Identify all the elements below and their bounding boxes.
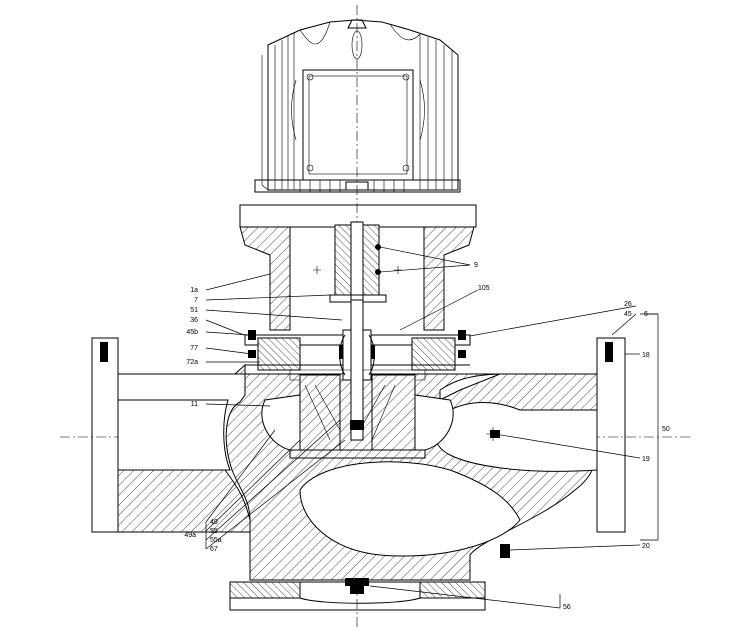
callout-55a: 55a — [210, 537, 222, 544]
callout-51: 51 — [190, 307, 198, 314]
callout-7: 7 — [194, 297, 198, 304]
callout-105: 105 — [478, 285, 490, 292]
callout-45: 45 — [624, 311, 632, 318]
callout-56: 56 — [563, 604, 571, 611]
callout-49: 49 — [210, 519, 218, 526]
callout-11: 11 — [191, 401, 198, 408]
callout-49a: 49a — [184, 532, 196, 539]
callout-26: 26 — [624, 301, 632, 308]
callout-1a: 1a — [190, 287, 198, 294]
callout-50: 50 — [662, 426, 670, 433]
callout-18: 18 — [642, 352, 650, 359]
callout-36: 36 — [190, 317, 198, 324]
callout-labels-bottom-left: 49a 49 55 55a 67 — [184, 519, 221, 553]
callout-72a: 72a — [186, 359, 198, 366]
leader-lines — [205, 246, 659, 609]
callout-9: 9 — [474, 262, 478, 269]
callout-45b: 45b — [186, 329, 198, 336]
callout-55: 55 — [210, 528, 218, 535]
callout-labels-right: 9 105 26 45 6 18 50 19 20 56 — [474, 262, 670, 611]
callout-6: 6 — [644, 311, 648, 318]
callout-labels-left: 1a 7 51 36 45b 77 72a 11 — [186, 287, 198, 408]
pump-casing — [91, 299, 626, 611]
callout-19: 19 — [642, 456, 650, 463]
callout-67: 67 — [210, 546, 218, 553]
callout-77: 77 — [190, 345, 198, 352]
callout-20: 20 — [642, 543, 650, 550]
motor — [239, 19, 477, 228]
